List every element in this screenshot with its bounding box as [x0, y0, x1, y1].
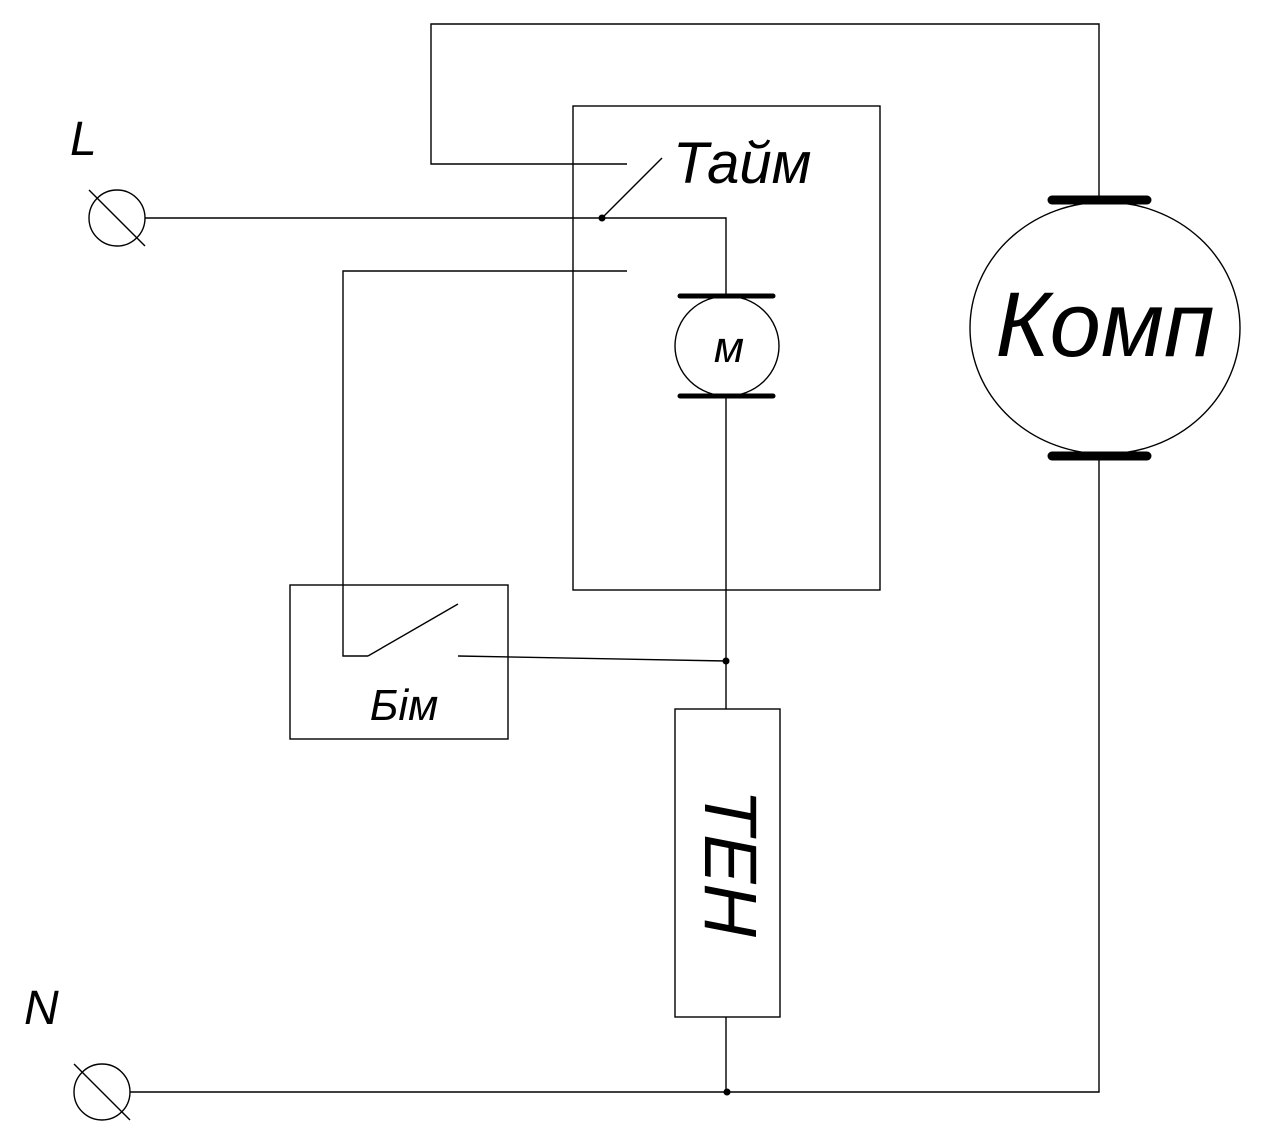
bimetal-box: [289, 584, 509, 740]
heater-label: ТЕН: [689, 789, 772, 938]
junction-heater-top: [722, 657, 730, 665]
terminal-line-label: L: [70, 113, 97, 166]
timer-box: [572, 105, 881, 591]
bimetal-label: Бім: [370, 681, 439, 730]
wire-compressor-to-neutral: [727, 456, 1100, 1093]
timer-switch-arm: [601, 157, 663, 219]
wire-timer-to-compressor: [430, 23, 1100, 200]
terminal-neutral-label: N: [24, 982, 59, 1035]
wire-timer-to-motor: [602, 217, 727, 296]
heater-box: [674, 708, 781, 1018]
terminal-line: [88, 189, 146, 247]
timer-label: Тайм: [673, 131, 811, 196]
junction-neutral: [723, 1088, 731, 1096]
compressor: [969, 195, 1241, 461]
bimetal-switch-arm: [367, 603, 459, 657]
wire-timer-to-bimetal: [342, 270, 627, 657]
timer-motor: [674, 293, 780, 399]
compressor-label: Комп: [995, 274, 1214, 376]
wire-bimetal-to-junction: [457, 655, 727, 662]
timer-motor-label: м: [714, 323, 744, 372]
wires: [130, 23, 1100, 1093]
terminal-neutral: [73, 1063, 131, 1121]
